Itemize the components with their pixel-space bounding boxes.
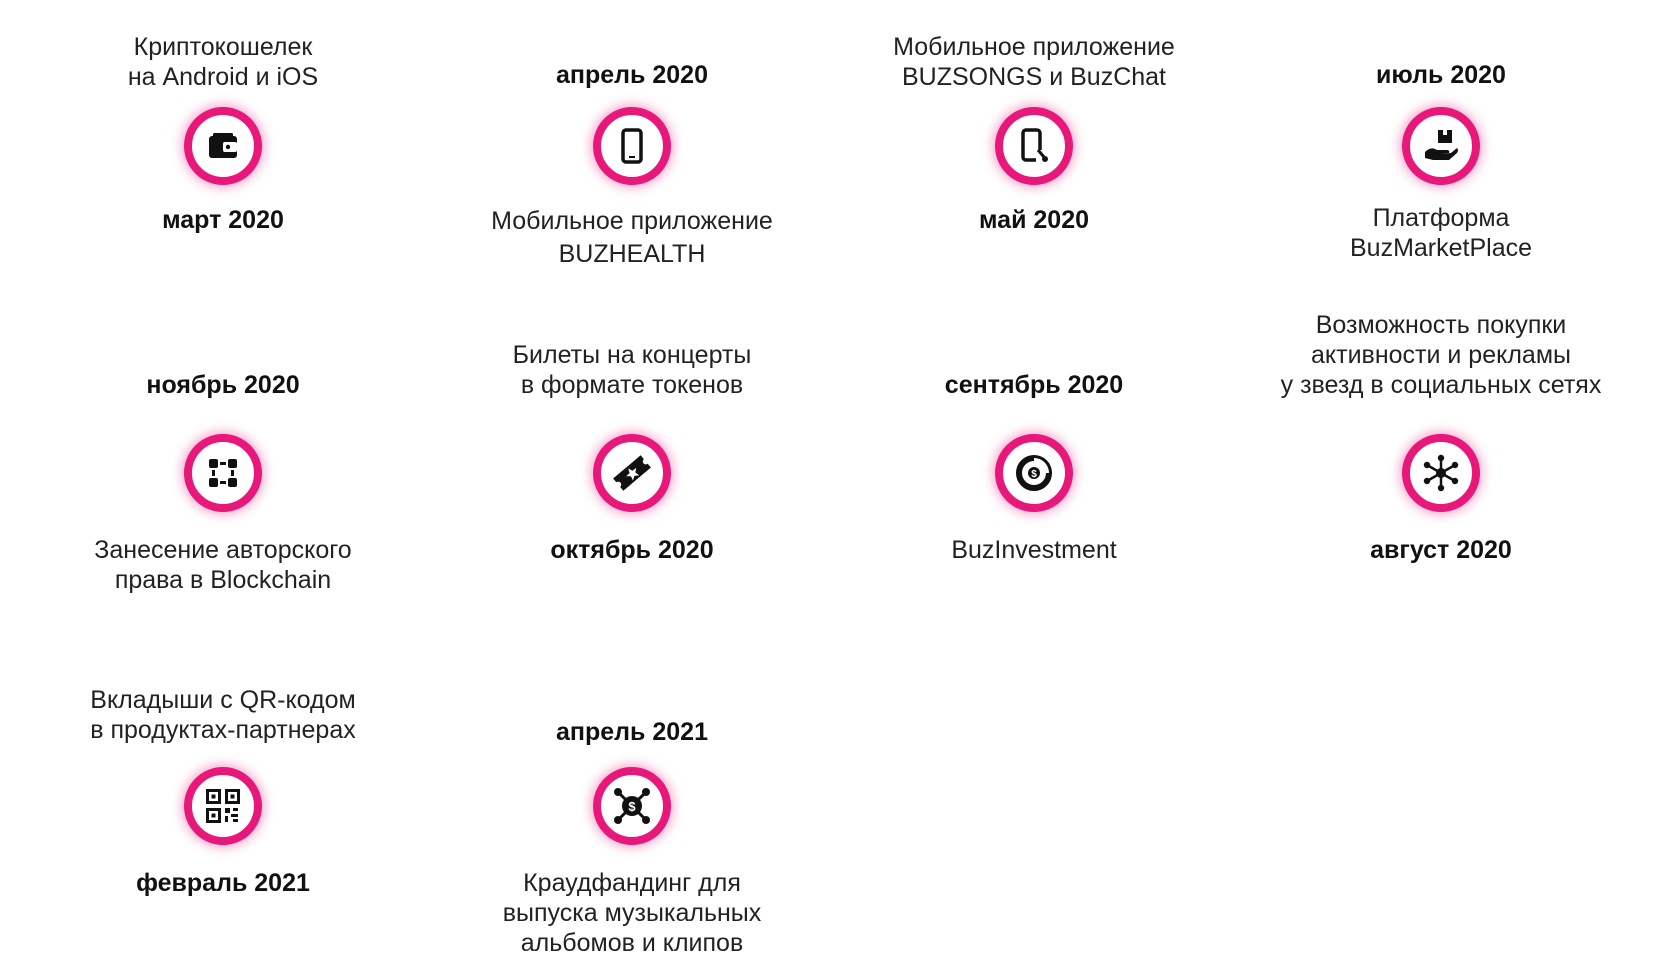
milestone-label: Мобильное приложение BUZHEALTH	[491, 207, 773, 268]
milestone-node	[184, 434, 262, 512]
svg-text:$: $	[628, 799, 636, 814]
milestone-label: Возможность покупки активности и рекламы…	[1280, 311, 1602, 399]
milestone-date: март 2020	[162, 206, 284, 234]
milestone-label: BuzInvestment	[951, 536, 1117, 564]
hand-box-icon	[1425, 130, 1458, 160]
milestone-date: август 2020	[1370, 536, 1512, 564]
milestone-node	[995, 107, 1073, 185]
milestone-node	[184, 107, 262, 185]
milestone-date: ноябрь 2020	[146, 371, 300, 399]
milestone-node	[1402, 107, 1480, 185]
milestone-node	[593, 107, 671, 185]
milestone-date: июль 2020	[1376, 61, 1506, 89]
milestone-date: октябрь 2020	[550, 536, 714, 564]
milestone-label: Мобильное приложение BUZSONGS и BuzChat	[893, 33, 1175, 91]
milestone-date: апрель 2021	[556, 718, 708, 746]
milestone-node	[593, 434, 671, 512]
milestone-label: Билеты на концерты в формате токенов	[512, 341, 752, 399]
milestone-label: Вкладыши с QR-кодом в продуктах-партнера…	[90, 686, 356, 744]
wallet-icon	[209, 133, 237, 158]
qr-code-icon	[206, 789, 240, 823]
coin-chart-icon: $	[1016, 455, 1052, 491]
mobile-app-icon	[1021, 128, 1048, 162]
ticket-icon	[613, 455, 651, 491]
milestone-label: Криптокошелек на Android и iOS	[127, 33, 319, 91]
milestone-node	[1402, 434, 1480, 512]
crowdfunding-icon: $	[614, 788, 650, 824]
svg-text:$: $	[1031, 469, 1037, 480]
milestone-date: апрель 2020	[556, 61, 708, 89]
milestone-label: Платформа BuzMarketPlace	[1349, 204, 1533, 262]
milestone-label: Занесение авторского права в Blockchain	[94, 536, 352, 594]
milestone-node: $	[593, 767, 671, 845]
milestone-node: $	[995, 434, 1073, 512]
blockchain-icon	[209, 459, 237, 487]
milestone-date: май 2020	[979, 206, 1089, 234]
milestone-node	[184, 767, 262, 845]
milestone-date: сентябрь 2020	[944, 371, 1124, 399]
smartphone-icon	[621, 128, 643, 164]
network-icon	[1423, 454, 1459, 492]
milestone-date: февраль 2021	[136, 869, 310, 897]
milestone-label: Краудфандинг для выпуска музыкальных аль…	[502, 869, 762, 957]
